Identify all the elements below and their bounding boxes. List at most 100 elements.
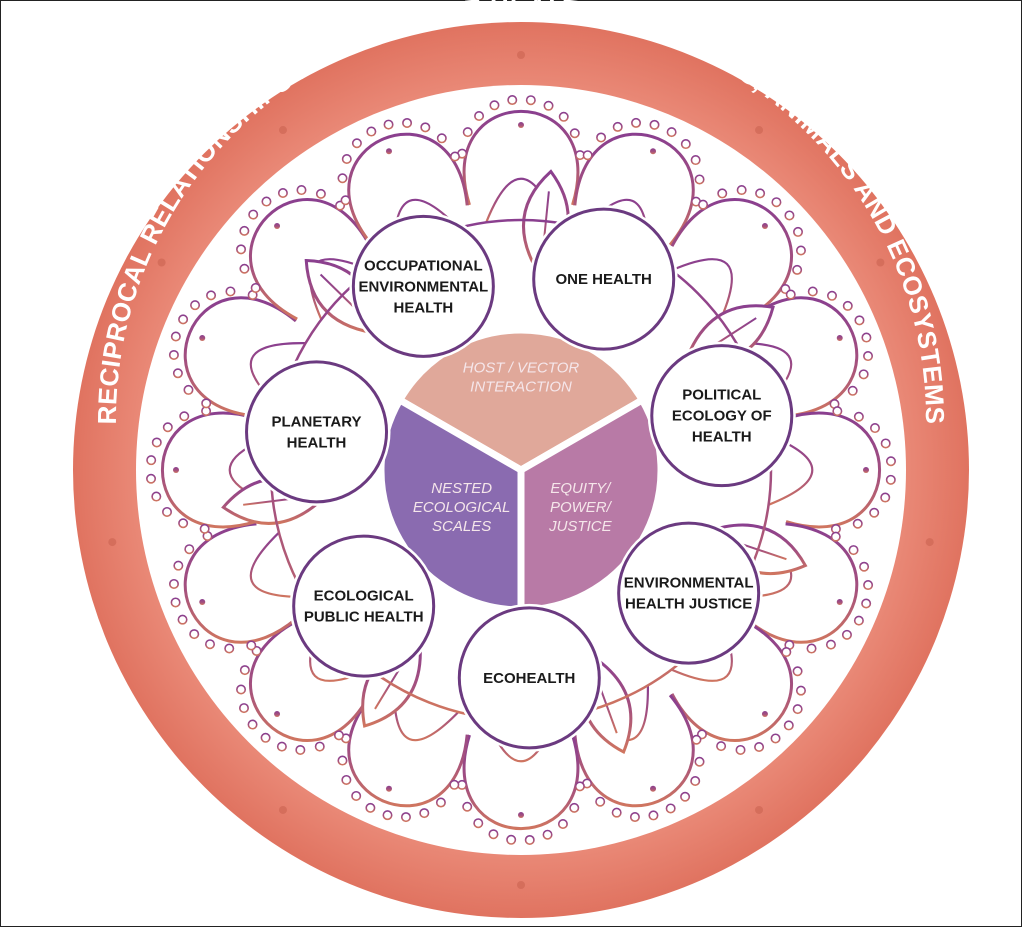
- ring-rivets: [108, 51, 934, 889]
- bead: [832, 406, 843, 417]
- bead: [611, 807, 622, 818]
- bead: [277, 187, 288, 198]
- bead: [190, 300, 201, 311]
- ring-rivet: [108, 538, 117, 547]
- outer-petal: [462, 110, 580, 206]
- bead: [716, 741, 727, 752]
- bead: [247, 719, 258, 730]
- petal-dot: [199, 334, 206, 341]
- bead: [792, 704, 803, 715]
- bead: [524, 834, 535, 845]
- bead: [863, 580, 874, 591]
- bead: [351, 138, 362, 149]
- bead: [236, 244, 247, 255]
- bead: [236, 684, 247, 695]
- bead: [246, 640, 257, 651]
- node-label: ECOHEALTH: [483, 670, 575, 687]
- bead: [239, 665, 250, 676]
- bead: [474, 111, 485, 122]
- bead: [436, 133, 447, 144]
- bead: [795, 245, 806, 256]
- bead: [557, 818, 568, 829]
- bead: [869, 423, 880, 434]
- petal-dot: [385, 148, 392, 155]
- bead: [680, 139, 691, 150]
- bead: [402, 117, 413, 128]
- petal-dot: [863, 467, 869, 473]
- bead: [830, 531, 841, 542]
- bead: [507, 95, 518, 106]
- bead: [314, 741, 325, 752]
- bead: [690, 775, 701, 786]
- bead: [863, 351, 874, 362]
- bead: [648, 810, 659, 821]
- outer-petal: [183, 296, 297, 418]
- bead: [341, 154, 352, 165]
- outer-petal: [670, 197, 794, 321]
- bead: [248, 209, 259, 220]
- bead: [276, 741, 287, 752]
- bead: [574, 781, 585, 792]
- bead: [199, 523, 210, 534]
- inner-petal: [671, 258, 733, 320]
- bead: [582, 150, 593, 161]
- bead: [690, 155, 701, 166]
- bead: [859, 561, 870, 572]
- petal-dot: [199, 599, 206, 606]
- bead: [848, 545, 859, 556]
- bead: [383, 119, 394, 130]
- bead: [885, 456, 896, 467]
- bead: [205, 639, 216, 650]
- bead: [239, 263, 250, 274]
- outer-petal: [161, 411, 257, 529]
- bead: [842, 300, 853, 311]
- bead: [260, 732, 271, 743]
- outer-petal: [347, 132, 469, 246]
- bead: [885, 474, 896, 485]
- bead: [419, 808, 430, 819]
- bead: [596, 132, 607, 143]
- bead: [162, 506, 173, 517]
- bead: [792, 666, 803, 677]
- bead: [847, 385, 858, 396]
- bead: [178, 518, 189, 529]
- bead: [558, 111, 569, 122]
- bead: [420, 122, 431, 133]
- bead: [162, 422, 173, 433]
- bead: [841, 629, 852, 640]
- bead: [238, 703, 249, 714]
- bead: [449, 779, 460, 790]
- outer-petal: [248, 197, 372, 321]
- bead: [341, 774, 352, 785]
- petal-dot: [518, 122, 524, 128]
- bead: [825, 639, 836, 650]
- ring-rivet: [278, 126, 287, 135]
- bead: [880, 492, 891, 503]
- center-segment-label: EQUITY/POWER/JUSTICE: [548, 480, 613, 535]
- bead: [666, 127, 677, 138]
- node-circle: [351, 214, 495, 358]
- bead: [631, 117, 642, 128]
- outer-petal: [573, 132, 695, 246]
- bead: [168, 349, 179, 360]
- bead: [506, 834, 517, 845]
- bead: [261, 196, 272, 207]
- outer-petal: [462, 734, 580, 830]
- bead: [489, 100, 500, 111]
- outer-petal: [785, 411, 881, 529]
- bead: [435, 797, 446, 808]
- bead: [295, 744, 306, 755]
- bead: [784, 210, 795, 221]
- bead: [296, 185, 307, 196]
- petal-dot: [518, 812, 524, 818]
- bead: [755, 188, 766, 199]
